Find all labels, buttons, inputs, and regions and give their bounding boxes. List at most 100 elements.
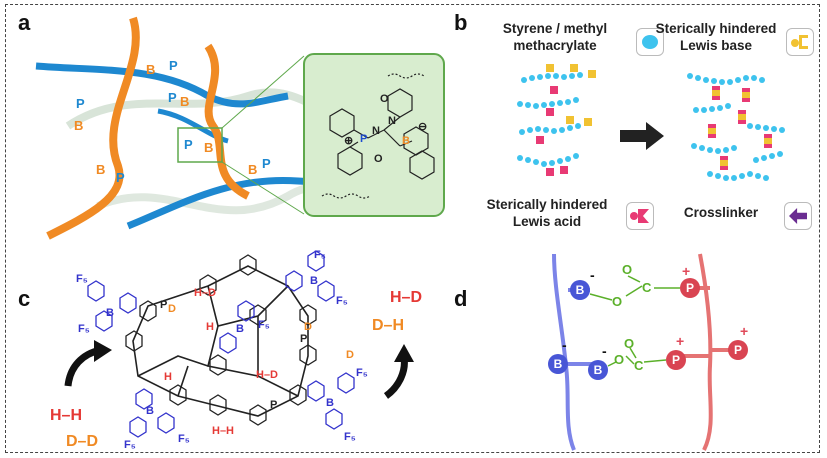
d2-gas-label: D–D xyxy=(66,433,98,450)
figure-frame xyxy=(5,4,820,453)
carbon-atom-label: C xyxy=(634,358,644,373)
dh-gas-label: D–H xyxy=(372,317,404,334)
oxygen-atom-label: O xyxy=(624,336,634,351)
strand-label: B xyxy=(204,140,213,155)
positive-charge: ⊕ xyxy=(344,135,353,147)
frustrated-lewis-pair-framework: B B B B B P P P H–D H–D H–H H H D D D F₅… xyxy=(50,249,422,451)
strand-label: B xyxy=(74,118,83,133)
strand-label: B xyxy=(96,162,105,177)
f5-label: F₅ xyxy=(76,273,88,285)
phosphorus-label: P xyxy=(160,299,167,311)
hd-label-mid: H–D xyxy=(256,369,278,381)
process-arrow-icon xyxy=(620,122,664,150)
oxygen-atom-label: O xyxy=(612,294,622,309)
deuterium-label: D xyxy=(304,321,312,333)
strand-label: B xyxy=(146,62,155,77)
hydrogen-label: H xyxy=(206,321,214,333)
panel-label-d: d xyxy=(454,286,468,311)
phosphorus-atom: P xyxy=(360,133,367,145)
panel-d: d B B B P P P - - - + + + xyxy=(450,246,820,452)
legend-acid-text: Sterically hindered Lewis acid xyxy=(486,197,608,229)
polymer-chain-base xyxy=(698,253,713,451)
f5-label: F₅ xyxy=(178,433,190,445)
boron-atom-icon xyxy=(570,280,590,300)
strand-label: P xyxy=(168,90,177,105)
boron-label: B xyxy=(326,397,334,409)
panel-a: B P P B P B B P P B B P xyxy=(8,6,450,246)
f5-label: F₅ xyxy=(336,295,348,307)
oxygen-atom-label: O xyxy=(622,262,632,277)
boron-label: B xyxy=(236,323,244,335)
negative-charge: - xyxy=(590,267,595,283)
legend-base-text: Sterically hindered Lewis base xyxy=(655,21,777,53)
deuterium-label: D xyxy=(346,349,354,361)
hd-label-top: H–D xyxy=(194,287,216,299)
hh-label-bottom: H–H xyxy=(212,425,234,437)
positive-charge: + xyxy=(676,333,684,349)
strand-label: P xyxy=(76,96,85,111)
highlight-box xyxy=(177,127,223,163)
boron-atom: B xyxy=(402,135,410,147)
boron-atom-label: B xyxy=(576,283,585,297)
phosphorus-atom-label: P xyxy=(672,353,680,367)
strand-label: B xyxy=(180,94,189,109)
oxygen-atom-label: O xyxy=(614,352,624,367)
carbon-atom-label: C xyxy=(642,280,652,295)
phosphorus-label: P xyxy=(300,333,307,345)
polymer-network-illustration: B P P B P B B P P B B P xyxy=(35,16,445,240)
phosphorus-label: P xyxy=(270,399,277,411)
strand-label: B xyxy=(248,162,257,177)
boron-label: B xyxy=(106,307,114,319)
hydrogen-label: H xyxy=(164,371,172,383)
lewis-acid-icon xyxy=(626,202,654,230)
boron-label: B xyxy=(310,275,318,287)
legend-monomer-text: Styrene / methyl methacrylate xyxy=(502,21,608,53)
deuterium-label: D xyxy=(168,303,176,315)
co2-frustrated-pair-schematic: B B B P P P - - - + + + O xyxy=(548,253,748,451)
strand-label: P xyxy=(184,137,193,152)
legend-crosslinker-text: Crosslinker xyxy=(683,205,759,220)
polymer-crosslink-schematic xyxy=(517,64,785,181)
blue-strand-top xyxy=(35,62,289,108)
boron-atom-label: B xyxy=(594,363,603,377)
release-arrow-icon xyxy=(383,357,408,399)
boron-atom-icon xyxy=(588,360,608,380)
h2-gas-label: H–H xyxy=(50,407,82,424)
phosphorus-atom-label: P xyxy=(734,343,742,357)
positive-charge: + xyxy=(682,263,690,279)
strand-label: P xyxy=(116,170,125,185)
phosphorus-atom-icon xyxy=(680,278,700,298)
f5-label: F₅ xyxy=(124,439,136,451)
f5-label: F₅ xyxy=(356,367,368,379)
monomer-icon xyxy=(636,28,664,56)
panel-c: c xyxy=(8,246,450,452)
negative-charge: - xyxy=(562,337,567,353)
phosphorus-atom-label: P xyxy=(686,281,694,295)
f5-label: F₅ xyxy=(258,319,270,331)
orange-strand-left xyxy=(46,16,140,240)
orange-strand-right xyxy=(204,43,250,200)
hd-gas-label: H–D xyxy=(390,289,422,306)
negative-charge: - xyxy=(602,343,607,359)
lewis-base-icon xyxy=(786,28,814,56)
boron-atom-label: B xyxy=(554,357,563,371)
crosslinker-icon xyxy=(784,202,812,230)
phosphorus-atom-icon xyxy=(728,340,748,360)
panel-label-c: c xyxy=(18,286,31,311)
boron-label: B xyxy=(146,405,154,417)
f5-label: F₅ xyxy=(314,249,326,261)
f5-label: F₅ xyxy=(78,323,90,335)
f5-label: F₅ xyxy=(344,431,356,443)
panel-label-a: a xyxy=(18,10,31,35)
oxygen-atom: O xyxy=(380,93,389,105)
nitrogen-atom: N xyxy=(372,125,380,137)
strand-label: P xyxy=(262,156,271,171)
boron-atom-icon xyxy=(548,354,568,374)
panel-b: b Styrene / methyl methacrylate Sterical… xyxy=(450,6,820,246)
phosphorus-atom-icon xyxy=(666,350,686,370)
oxygen-atom: O xyxy=(374,153,383,165)
positive-charge: + xyxy=(740,323,748,339)
strand-label: P xyxy=(169,58,178,73)
panel-label-b: b xyxy=(454,10,468,35)
negative-charge: ⊖ xyxy=(418,121,427,133)
